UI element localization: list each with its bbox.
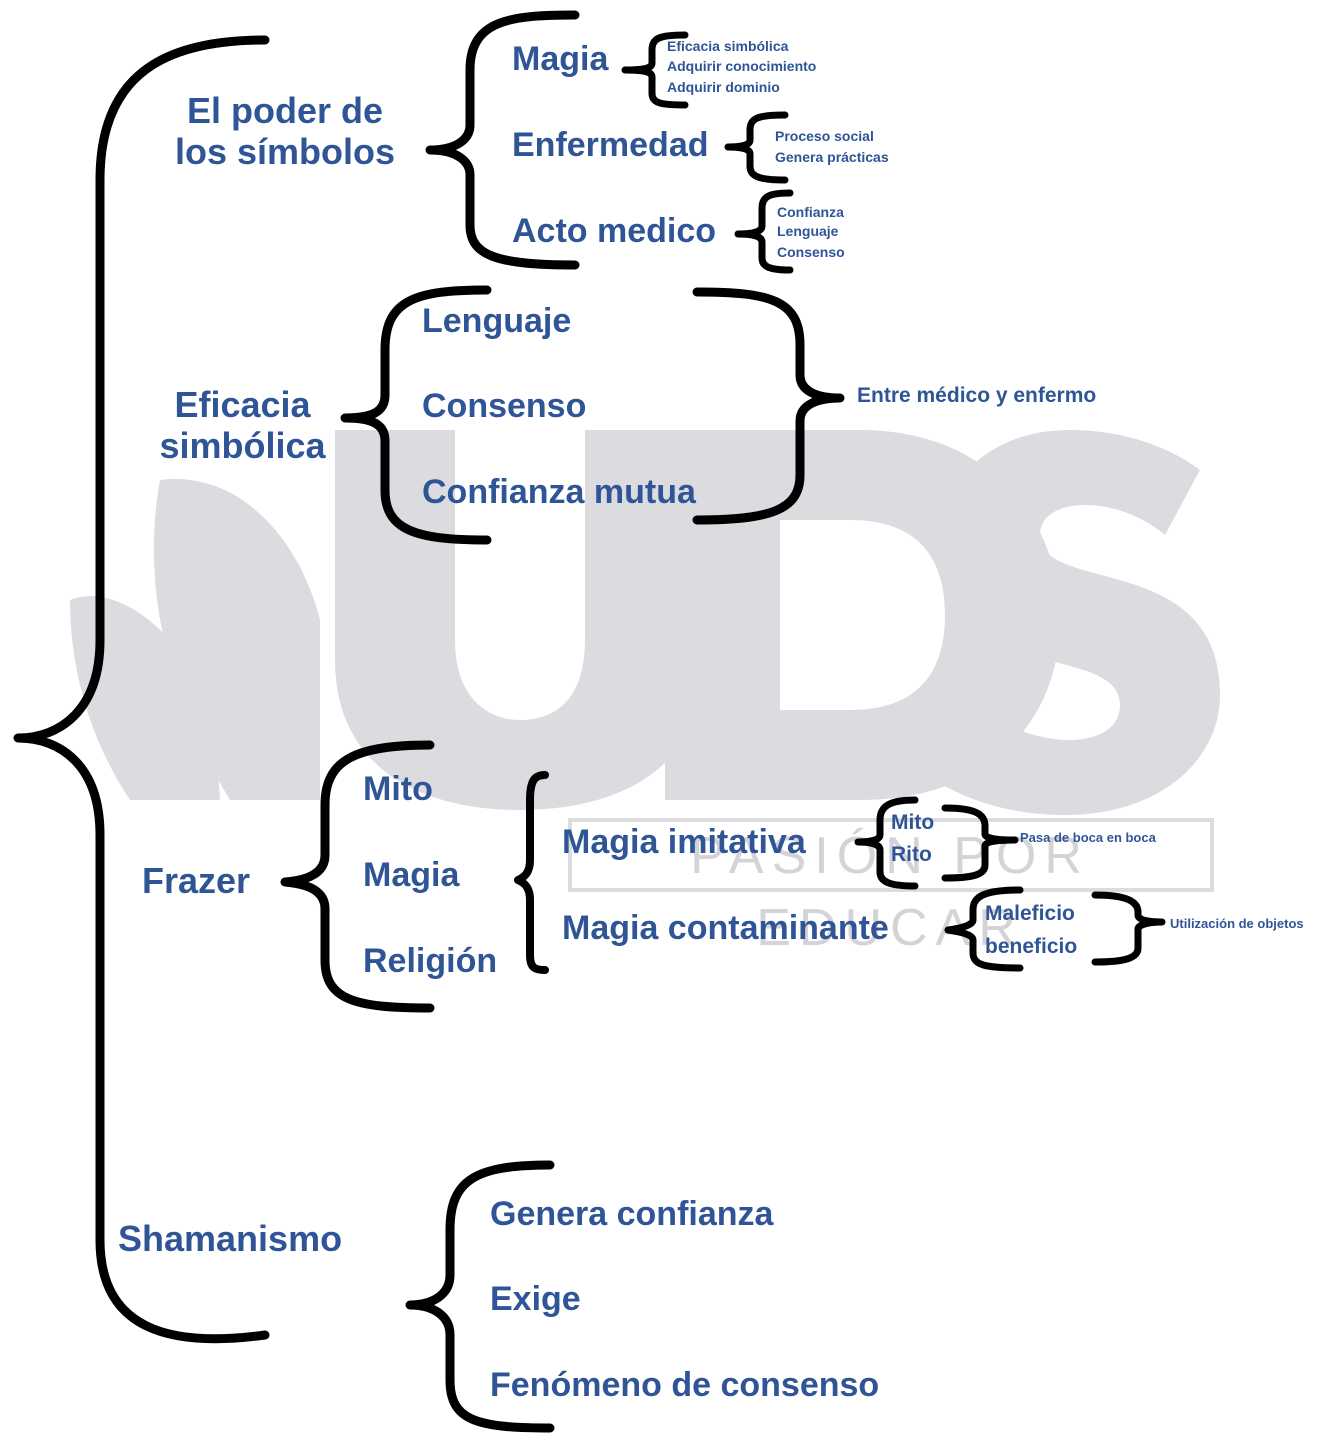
imitativa-sub-mito: Mito [891, 811, 935, 834]
enfermedad-brace [724, 111, 789, 184]
poder-title: El poder de los símbolos [150, 90, 420, 173]
acto-sub-3: Consenso [777, 244, 845, 260]
magia-contaminante-label: Magia contaminante [562, 909, 889, 947]
eficacia-item-confianza: Confianza mutua [422, 473, 696, 511]
main-brace [13, 35, 270, 1344]
eficacia-item-consenso: Consenso [422, 387, 587, 425]
magia-brace [621, 31, 689, 109]
contaminante-sub-beneficio: beneficio [985, 935, 1078, 958]
shamanismo-item-confianza: Genera confianza [490, 1195, 774, 1233]
poder-brace [425, 10, 580, 270]
enfermedad-sub-2: Genera prácticas [775, 149, 889, 165]
acto-brace [734, 189, 794, 274]
maleficio-brace [944, 886, 1024, 972]
frazer-item-religion: Religión [363, 942, 498, 980]
mito-rito-right-brace [941, 804, 1019, 882]
frazer-title: Frazer [142, 860, 251, 901]
magia-sub-2: Adquirir conocimiento [667, 58, 817, 74]
eficacia-title-line1: Eficacia [174, 384, 311, 425]
poder-title-line1: El poder de [186, 90, 384, 131]
shamanismo-brace [405, 1160, 555, 1433]
frazer-brace [280, 740, 435, 1013]
imitativa-sub-rito: Rito [891, 843, 932, 866]
enfermedad-label: Enfermedad [512, 126, 709, 164]
magia-sub-3: Adquirir dominio [667, 79, 780, 95]
eficacia-title: Eficacia simbólica [130, 384, 355, 467]
contaminante-result: Utilización de objetos [1170, 916, 1304, 931]
shamanismo-title: Shamanismo [118, 1218, 343, 1259]
acto-sub-2: Lenguaje [777, 223, 839, 239]
eficacia-right-brace [692, 287, 845, 525]
eficacia-item-lenguaje: Lenguaje [422, 302, 572, 340]
imitativa-result: Pasa de boca en boca [1020, 830, 1156, 845]
frazer-item-mito: Mito [363, 770, 433, 808]
magia-types-brace [514, 771, 549, 974]
shamanismo-item-exige: Exige [490, 1280, 581, 1318]
eficacia-title-line2: simbólica [159, 425, 326, 467]
maleficio-right-brace [1091, 891, 1166, 966]
magia-label: Magia [512, 40, 609, 78]
eficacia-result: Entre médico y enfermo [857, 384, 1097, 407]
poder-title-line2: los símbolos [174, 131, 396, 173]
enfermedad-sub-1: Proceso social [775, 128, 874, 144]
acto-label: Acto medico [512, 212, 717, 250]
shamanismo-item-consenso: Fenómeno de consenso [490, 1366, 880, 1404]
frazer-item-magia: Magia [363, 856, 460, 894]
acto-sub-1: Confianza [777, 204, 844, 220]
eficacia-brace [340, 285, 492, 545]
contaminante-sub-maleficio: Maleficio [985, 902, 1075, 925]
mito-rito-brace [854, 796, 919, 890]
magia-sub-1: Eficacia simbólica [667, 38, 789, 54]
magia-imitativa-label: Magia imitativa [562, 823, 806, 861]
